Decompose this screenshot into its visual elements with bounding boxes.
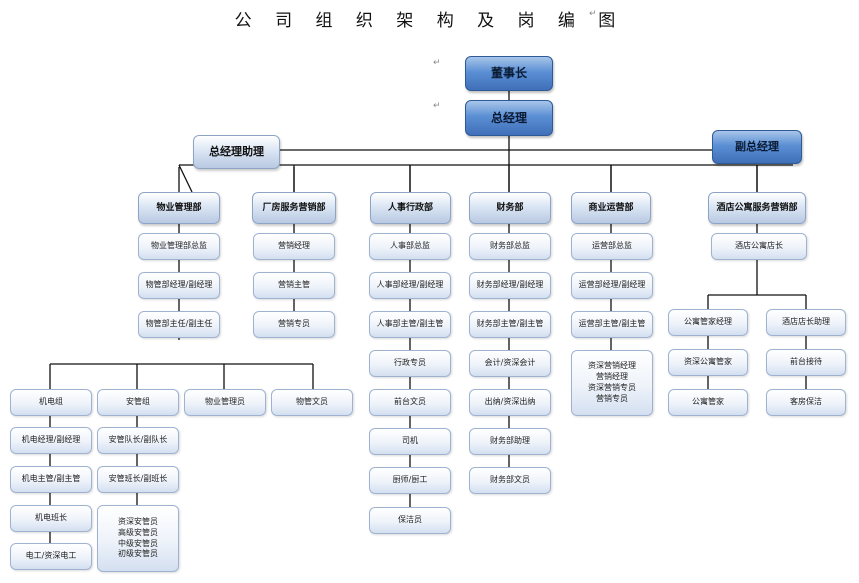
- hotel-staff-box: 资深公寓管家: [668, 349, 748, 376]
- electrical-box: 电工/资深电工: [10, 543, 92, 570]
- position-box: 会计/资深会计: [469, 350, 551, 377]
- security-grade-group-line: 资深安管员: [118, 516, 158, 526]
- position-box: 财务部文员: [469, 467, 551, 494]
- commerce-sales-group: 资深营销经理营销经理资深营销专员营销专员: [571, 350, 653, 416]
- security-grade-group: 资深安管员高级安管员中级安管员初级安管员: [97, 505, 179, 572]
- security-box: 安管组: [97, 389, 179, 416]
- position-box: 营销经理: [253, 233, 335, 260]
- position-box: 运营部主管/副主管: [571, 311, 653, 338]
- security-box: 安管班长/副班长: [97, 466, 179, 493]
- position-box: 物管部经理/副经理: [138, 272, 220, 299]
- property-docs-box: 物管文员: [271, 389, 353, 416]
- position-box: 营销主管: [253, 272, 335, 299]
- electrical-box: 机电主管/副主管: [10, 466, 92, 493]
- hotel-staff-box: 客房保洁: [766, 389, 846, 416]
- position-box: 行政专员: [369, 350, 451, 377]
- commerce-sales-group-line: 营销经理: [596, 372, 628, 382]
- property-clerk-box: 物业管理员: [184, 389, 266, 416]
- hotel-staff-box: 公寓管家经理: [668, 309, 748, 336]
- commerce-sales-group-line: 资深营销专员: [588, 383, 636, 392]
- dept-property: 物业管理部: [138, 192, 220, 224]
- position-box: 财务部经理/副经理: [469, 272, 551, 299]
- position-box: 营销专员: [253, 311, 335, 338]
- electrical-box: 机电经理/副经理: [10, 427, 92, 454]
- paragraph-mark: ↵: [433, 58, 441, 68]
- electrical-box: 机电组: [10, 389, 92, 416]
- position-box: 厨师/厨工: [369, 467, 451, 494]
- position-box: 人事部主管/副主管: [369, 311, 451, 338]
- position-box: 前台文员: [369, 389, 451, 416]
- position-box: 司机: [369, 428, 451, 455]
- hotel-manager-box: 酒店公寓店长: [711, 233, 807, 260]
- commerce-sales-group-line: 资深营销经理: [588, 361, 636, 371]
- dept-finance: 财务部: [469, 192, 551, 224]
- dept-commerce: 商业运营部: [571, 192, 651, 224]
- security-box: 安管队长/副队长: [97, 427, 179, 454]
- security-grade-group-line: 高级安管员: [118, 527, 158, 537]
- dept-hotel: 酒店公寓服务营销部: [708, 192, 806, 224]
- security-grade-group-line: 中级安管员: [118, 538, 158, 548]
- position-box: 人事部总监: [369, 233, 451, 260]
- dept-hr: 人事行政部: [370, 192, 451, 224]
- page-title: 公 司 组 织 架 构 及 岗 编 图: [234, 11, 625, 31]
- connector-line: [178, 164, 193, 193]
- paragraph-mark: ↵: [589, 9, 597, 19]
- position-box: 出纳/资深出纳: [469, 389, 551, 416]
- security-grade-group-line: 初级安管员: [118, 549, 158, 559]
- position-box: 运营部总监: [571, 233, 653, 260]
- position-box: 保洁员: [369, 507, 451, 534]
- position-box: 物业管理部总监: [138, 233, 220, 260]
- chairman-box: 董事长: [465, 56, 553, 91]
- commerce-sales-group-line: 营销专员: [596, 393, 628, 403]
- position-box: 人事部经理/副经理: [369, 272, 451, 299]
- general-manager-box: 总经理: [465, 100, 553, 136]
- position-box: 运营部经理/副经理: [571, 272, 653, 299]
- hotel-staff-box: 前台接待: [766, 349, 846, 376]
- position-box: 财务部助理: [469, 428, 551, 455]
- deputy-gm-box: 副总经理: [712, 130, 802, 164]
- position-box: 物管部主任/副主任: [138, 311, 220, 338]
- position-box: 财务部主管/副主管: [469, 311, 551, 338]
- gm-assistant-box: 总经理助理: [193, 135, 280, 169]
- dept-factory: 厂房服务营销部: [252, 192, 336, 224]
- paragraph-mark: ↵: [433, 101, 441, 111]
- position-box: 财务部总监: [469, 233, 551, 260]
- hotel-staff-box: 公寓管家: [668, 389, 748, 416]
- hotel-staff-box: 酒店店长助理: [766, 309, 846, 336]
- electrical-box: 机电班长: [10, 505, 92, 532]
